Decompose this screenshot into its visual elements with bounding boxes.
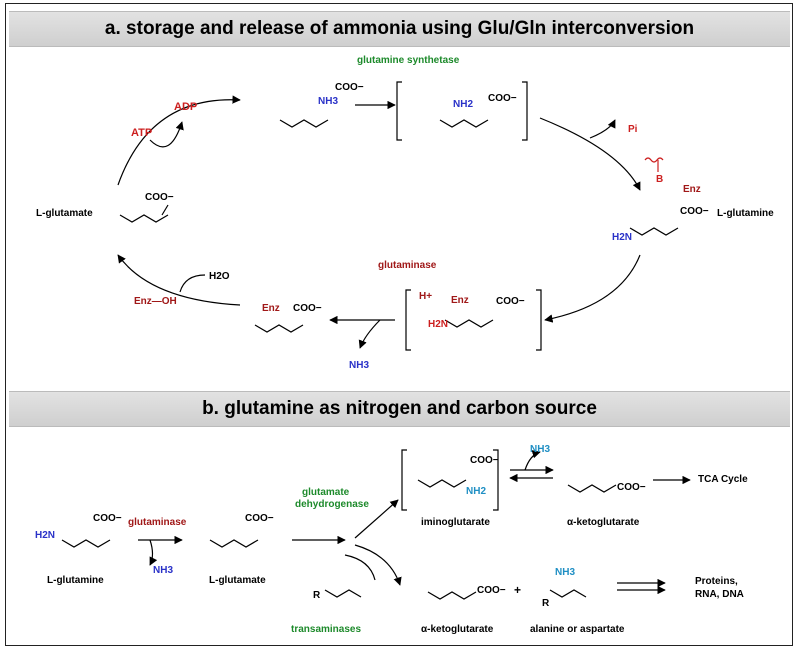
enz-label-tetra2: Enz [451, 295, 469, 306]
coo-label-akg-bottom: COO− [477, 585, 506, 596]
coo-label-phospho: COO− [335, 82, 364, 93]
enzyme-glutaminase-a: glutaminase [378, 260, 437, 271]
r-group-label-amino-acid: R [542, 598, 550, 609]
arrow-keto-to-transam [344, 554, 376, 581]
h2n-label-gln-a: H2N [612, 232, 633, 243]
plus-sign: + [514, 583, 522, 597]
tca-cycle-label: TCA Cycle [698, 474, 748, 485]
cycle-arrow-tetrahedral-to-gln [539, 117, 641, 191]
h-plus-label: H+ [419, 291, 433, 302]
coo-label-akg-top: COO− [617, 482, 646, 493]
cycle-arrow-enz-to-glu [117, 254, 241, 306]
coo-label-glu-b: COO− [245, 513, 274, 524]
enzyme-glutamate-label: glutamate [302, 487, 350, 498]
nh3-release-label-imino: NH3 [530, 444, 551, 455]
enz-label-acyl: Enz [262, 303, 280, 314]
coo-label-imino: COO− [470, 455, 499, 466]
h2o-curve [179, 274, 206, 293]
enzyme-glutamine-synthetase: glutamine synthetase [357, 55, 460, 66]
coo-label-tetra1: COO− [488, 93, 517, 104]
nh3-release-label-b: NH3 [153, 565, 174, 576]
atp-label: ATP [131, 127, 153, 139]
coo-label-tetra2: COO− [496, 296, 525, 307]
base-label: B [656, 174, 664, 185]
adp-label: ADP [174, 101, 198, 113]
nh3-release-b [149, 539, 158, 566]
coo-label-acyl: COO− [293, 303, 322, 314]
enzyme-transaminases: transaminases [291, 624, 362, 635]
nh3-attack-label: NH3 [318, 96, 339, 107]
panel-b-title: b. glutamine as nitrogen and carbon sour… [202, 398, 597, 419]
h2n-label-tetra2: H2N [428, 319, 449, 330]
cycle-arrow-glu-to-phospho [117, 95, 241, 186]
pi-release-curve [589, 119, 616, 139]
l-glutamate-label-a: L-glutamate [36, 208, 93, 219]
nh2-label-tetra1: NH2 [453, 99, 474, 110]
nh3-release-curve [358, 319, 381, 349]
l-glutamine-label-a: L-glutamine [717, 208, 774, 219]
coo-label-gln-b: COO− [93, 513, 122, 524]
products-label-1: Proteins, [695, 576, 738, 587]
coo-label-gln-a: COO− [680, 206, 709, 217]
arrow-branch-to-akg [354, 544, 402, 586]
h2n-label-gln-b: H2N [35, 530, 56, 541]
cycle-arrow-gln-to-tetra2 [544, 254, 641, 323]
coo-label-glu-a: COO− [145, 192, 174, 203]
enz-oh-label: Enz—OH [134, 296, 177, 307]
l-glutamine-label-b: L-glutamine [47, 575, 104, 586]
panel-a-title: a. storage and release of ammonia using … [104, 18, 695, 39]
iminoglutarate-label: iminoglutarate [421, 517, 490, 528]
r-group-label-keto: R [313, 590, 321, 601]
panel-a-header: a. storage and release of ammonia using … [9, 11, 790, 47]
alanine-aspartate-label: alanine or aspartate [530, 624, 625, 635]
enzyme-dehydrogenase-label: dehydrogenase [295, 499, 369, 510]
nh2-label-imino: NH2 [466, 486, 487, 497]
a-ketoglutarate-label-top: α-ketoglutarate [567, 517, 640, 528]
enzyme-glutaminase-b: glutaminase [128, 517, 187, 528]
a-ketoglutarate-label-bottom: α-ketoglutarate [421, 624, 494, 635]
panel-b-header: b. glutamine as nitrogen and carbon sour… [9, 391, 790, 427]
figure-frame [5, 3, 793, 646]
l-glutamate-label-b: L-glutamate [209, 575, 266, 586]
enz-label-gln: Enz [683, 184, 701, 195]
products-label-2: RNA, DNA [695, 589, 744, 600]
arrow-branch-to-imino [354, 499, 399, 539]
h2o-label: H2O [209, 271, 230, 282]
pi-label: Pi [628, 124, 638, 135]
nh3-release-imino [524, 450, 541, 471]
nh3-label-amino-acid: NH3 [555, 567, 576, 578]
atp-adp-curve [149, 121, 184, 148]
nh3-release-label-a: NH3 [349, 360, 370, 371]
